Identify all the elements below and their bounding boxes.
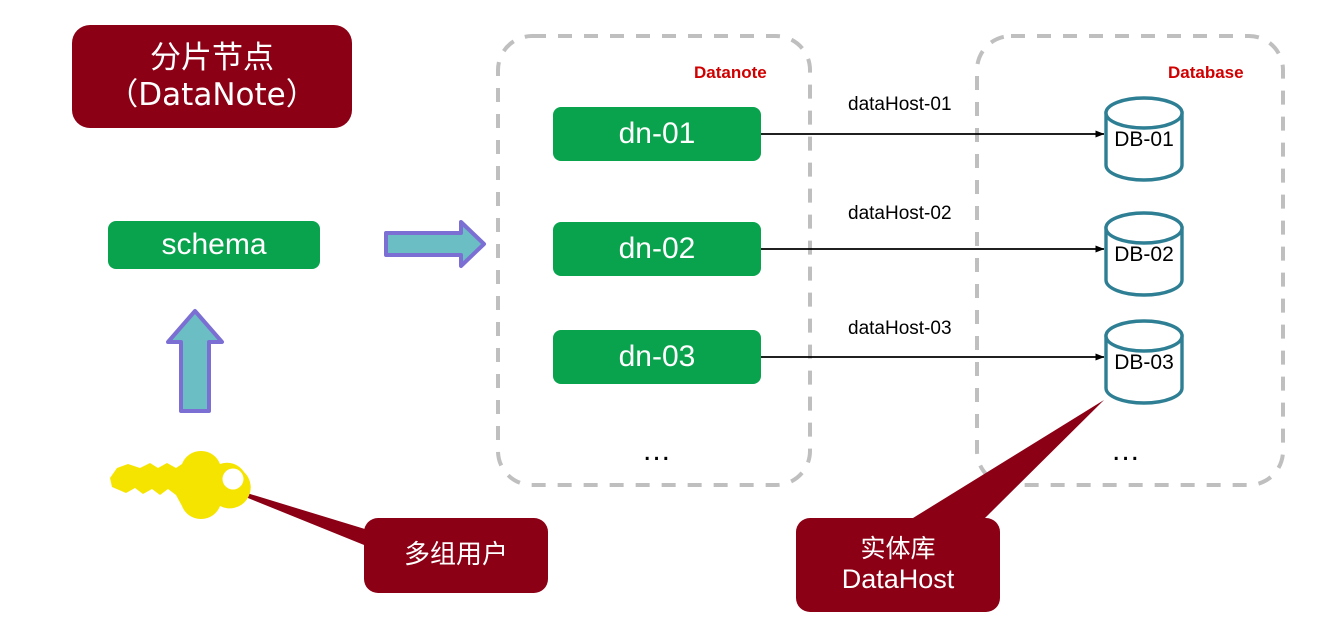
- callout-datahost: 实体库 DataHost: [796, 518, 1000, 612]
- callout-pointer-users: [201, 479, 401, 560]
- block-arrow-right-icon: [384, 220, 486, 268]
- datanode-box-1[interactable]: dn-01: [553, 107, 761, 161]
- database-cylinder-1: [1104, 96, 1184, 182]
- database-label-3: DB-03: [1114, 351, 1174, 374]
- edge-label-3: dataHost-03: [848, 318, 952, 339]
- title-box-line1: 分片节点: [150, 39, 274, 76]
- block-arrow-up-icon: [166, 309, 224, 413]
- edge-label-1: dataHost-01: [848, 94, 952, 115]
- datanode-box-2[interactable]: dn-02: [553, 222, 761, 276]
- edge-label-2: dataHost-02: [848, 203, 952, 224]
- database-cylinder-2: [1104, 211, 1184, 297]
- schema-box[interactable]: schema: [108, 221, 320, 269]
- callout-users-text: 多组用户: [403, 540, 508, 571]
- callout-datahost-line1: 实体库: [860, 534, 936, 564]
- callout-pointer-datahost: [913, 400, 1104, 518]
- datanode-box-3[interactable]: dn-03: [553, 330, 761, 384]
- ellipsis-datanote: ...: [643, 434, 672, 467]
- group-label-datanote: Datanote: [694, 63, 767, 82]
- database-label-2: DB-02: [1114, 243, 1174, 266]
- database-label-1: DB-01: [1114, 128, 1174, 151]
- title-box-line2: （DataNote）: [107, 76, 317, 113]
- group-label-database: Database: [1168, 63, 1244, 82]
- key-icon: [110, 450, 251, 520]
- title-box: 分片节点 （DataNote）: [72, 25, 352, 128]
- callout-users: 多组用户: [364, 518, 548, 593]
- ellipsis-database: ...: [1112, 434, 1141, 467]
- callout-datahost-line2: DataHost: [841, 563, 955, 594]
- database-cylinder-3: [1104, 319, 1184, 405]
- group-container-database: [975, 34, 1285, 487]
